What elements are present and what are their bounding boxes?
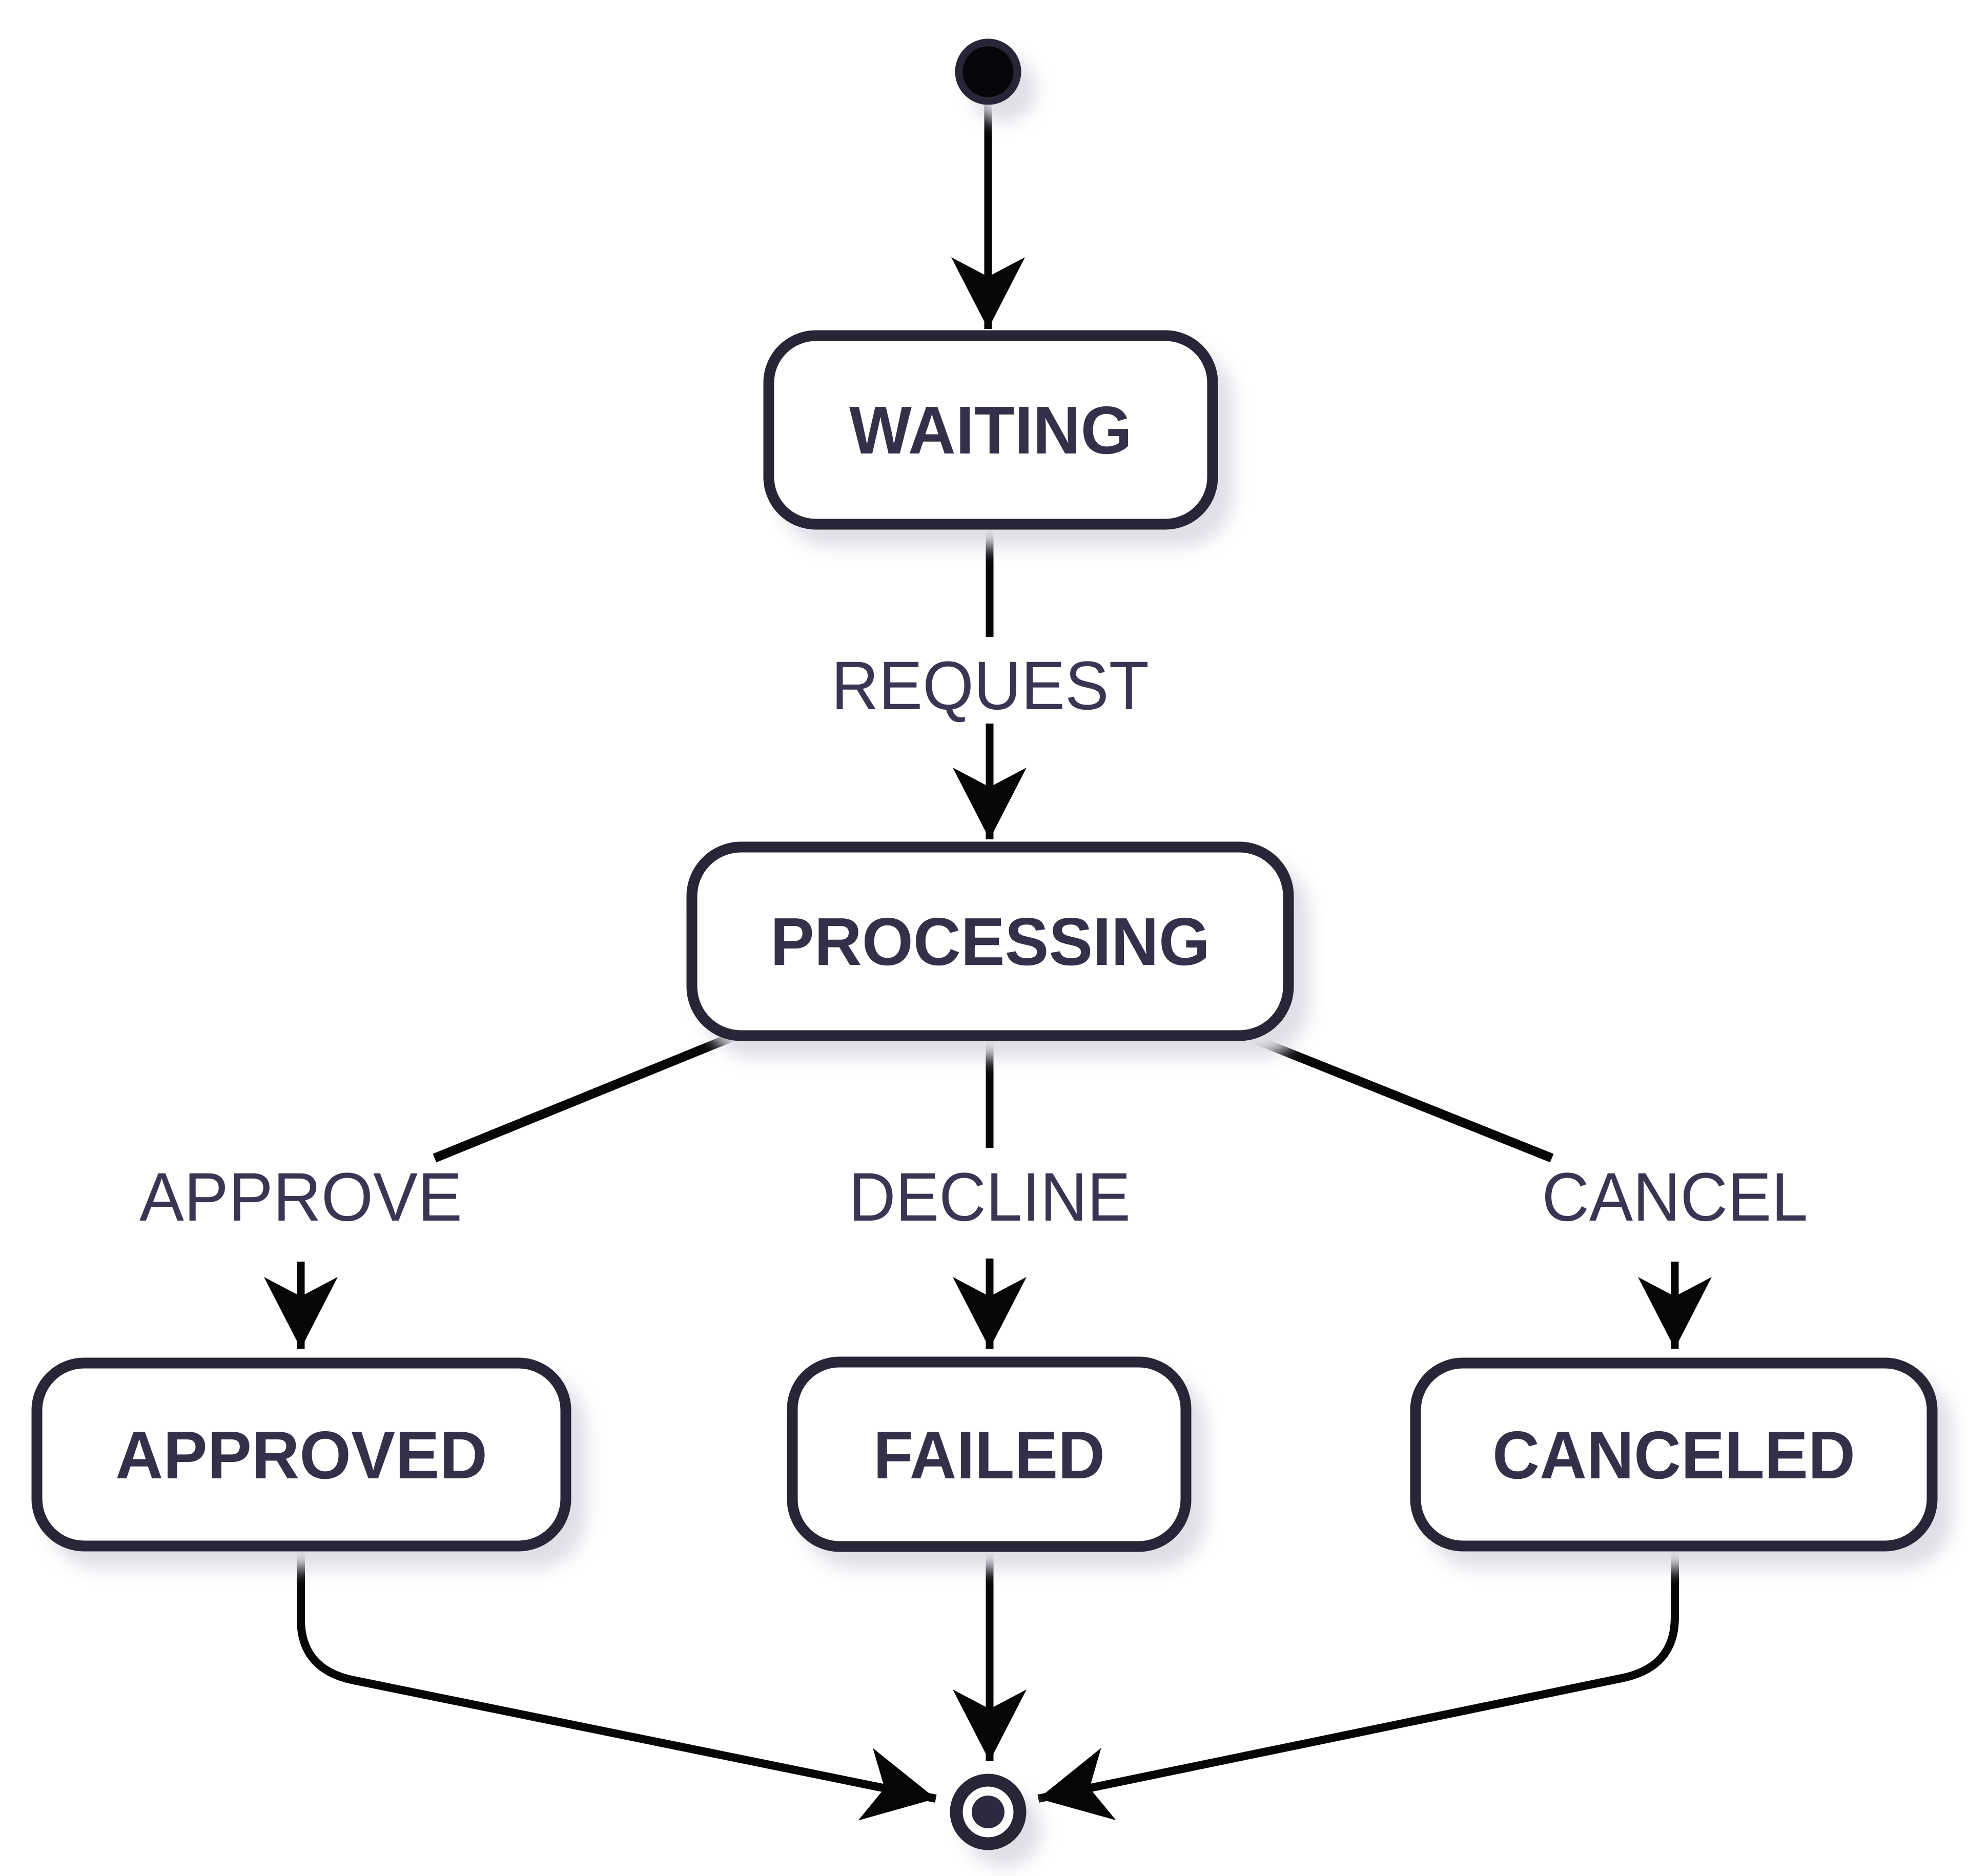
transitions [264,105,1712,1821]
edge-canceled-final [1037,1547,1679,1821]
edge-processing-cancel-diagonal [1247,1033,1554,1163]
transition-labels: REQUEST APPROVE DECLINE CANCEL [139,648,1808,1235]
edge-processing-approve-diagonal [433,1033,734,1163]
state-processing-label: PROCESSING [770,904,1210,979]
state-approved-label: APPROVED [115,1417,487,1493]
nodes: WAITING PROCESSING APPROVED FAILED CANCE… [31,38,1938,1850]
state-canceled-box [1410,1357,1938,1552]
state-processing: PROCESSING [686,841,1294,1041]
state-waiting: WAITING [763,330,1218,530]
state-failed-box [787,1356,1192,1552]
transition-label-request: REQUEST [831,648,1149,724]
final-state-dot [972,1796,1004,1828]
state-waiting-box [763,330,1218,530]
final-state-node [950,1774,1027,1850]
transition-label-cancel: CANCEL [1542,1159,1808,1235]
transition-label-decline: DECLINE [849,1159,1131,1235]
edge-approved-final [297,1547,937,1821]
state-canceled-label: CANCELED [1492,1417,1855,1493]
transition-label-approve: APPROVE [139,1159,462,1235]
state-processing-box [686,841,1294,1041]
initial-state-node [955,38,1021,105]
state-failed-label: FAILED [873,1417,1105,1493]
state-approved: APPROVED [31,1357,571,1552]
state-failed: FAILED [787,1356,1192,1552]
state-canceled: CANCELED [1410,1357,1938,1552]
state-waiting-label: WAITING [849,393,1132,468]
state-approved-box [31,1357,571,1552]
